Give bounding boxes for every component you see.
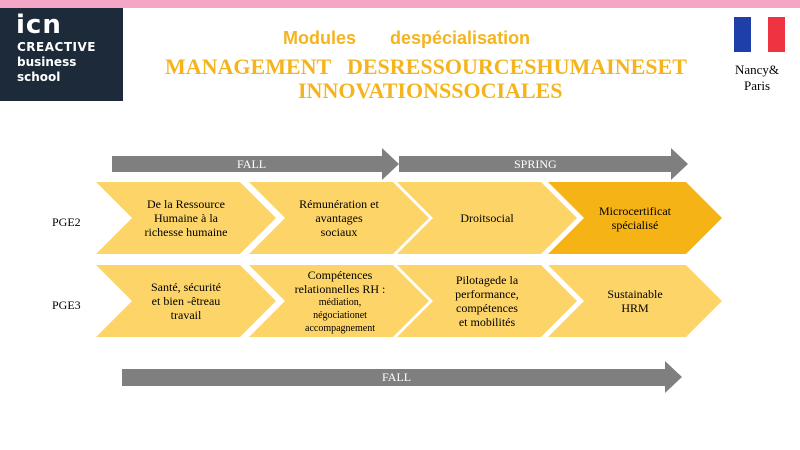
title-innovations-sociales: INNOVATIONSSOCIALES [298, 78, 563, 103]
fall-label-bottom: FALL [382, 370, 412, 384]
location-label: Nancy& Paris [722, 62, 792, 94]
step-text-line: HRM [621, 301, 649, 315]
chevron-shape [96, 265, 276, 337]
title-ressources-humaines: DESRESSOURCESHUMAINESET [347, 54, 687, 79]
step-sustainable-hrm: Sustainable HRM [548, 265, 722, 337]
row-label-pge3: PGE3 [52, 298, 81, 312]
location-line-1: Nancy& [734, 62, 780, 77]
chevron-shape [397, 182, 577, 254]
step-ressource-humaine: De la Ressource Humaine à la richesse hu… [96, 182, 276, 254]
step-text-line: médiation, [318, 296, 362, 308]
row-label-pge2: PGE2 [52, 215, 81, 229]
step-text-line: Humaine à la [154, 211, 218, 225]
step-text-line: Compétences [307, 267, 373, 282]
fall-label-top: FALL [237, 157, 267, 171]
step-text-line: richesse humaine [144, 225, 228, 239]
step-pilotage-performance: Pilotagede la performance, compétences e… [397, 265, 577, 337]
chevron-shape [96, 182, 276, 254]
chevron-shape [548, 182, 722, 254]
icn-logo: icn CREACTIVE business school [0, 8, 123, 101]
chevron-shape [548, 265, 722, 337]
step-text-line: relationnelles RH : [294, 281, 386, 296]
fall-arrow-top: FALL [112, 148, 399, 180]
logo-line-2: business [17, 55, 77, 69]
logo-line-3: school [17, 70, 61, 84]
step-text-line: Pilotagede la [455, 273, 519, 287]
step-remuneration: Rémunération et avantages sociaux [249, 182, 429, 254]
chevron-shape [397, 265, 577, 337]
step-droit-social: Droitsocial [397, 182, 577, 254]
step-competences-relationnelles: Compétences relationnelles RH : médiatio… [249, 265, 429, 337]
step-text-line: Sustainable [607, 287, 663, 301]
step-text-line: sociaux [320, 225, 358, 239]
step-sante-securite: Santé, sécurité et bien -êtreau travail [96, 265, 276, 337]
chevron-shape [249, 182, 429, 254]
location-line-2: Paris [744, 78, 770, 93]
title-management: MANAGEMENT [165, 54, 332, 79]
step-text-line: négociationet [313, 309, 367, 321]
step-text-line: performance, [455, 287, 519, 301]
step-text-line: avantages [315, 211, 363, 225]
logo-brand: icn [16, 10, 62, 40]
step-text-line: compétences [456, 301, 518, 315]
logo-line-1: CREACTIVE [17, 40, 96, 54]
step-text-line: spécialisé [611, 218, 659, 232]
step-text-line: accompagnement [305, 322, 375, 334]
step-text-line: De la Ressource [147, 197, 225, 211]
step-text-line: et bien -êtreau [151, 294, 221, 308]
step-text-line: et mobilités [458, 315, 516, 329]
step-text-line: Droitsocial [460, 211, 514, 225]
spring-arrow-top: SPRING [399, 148, 688, 180]
title-modules: Modules [283, 28, 357, 48]
step-text-line: travail [170, 308, 202, 322]
step-text-line: Santé, sécurité [151, 280, 221, 294]
france-flag-icon [734, 17, 785, 52]
step-text-line: Microcertificat [599, 204, 671, 218]
chevron-shape [249, 265, 429, 337]
step-text-line: Rémunération et [299, 197, 379, 211]
fall-arrow-bottom: FALL [122, 361, 682, 393]
spring-label-top: SPRING [514, 157, 557, 171]
top-accent-bar [0, 0, 800, 8]
title-specialisation: despécialisation [390, 28, 531, 48]
step-microcertificat: Microcertificat spécialisé [548, 182, 722, 254]
